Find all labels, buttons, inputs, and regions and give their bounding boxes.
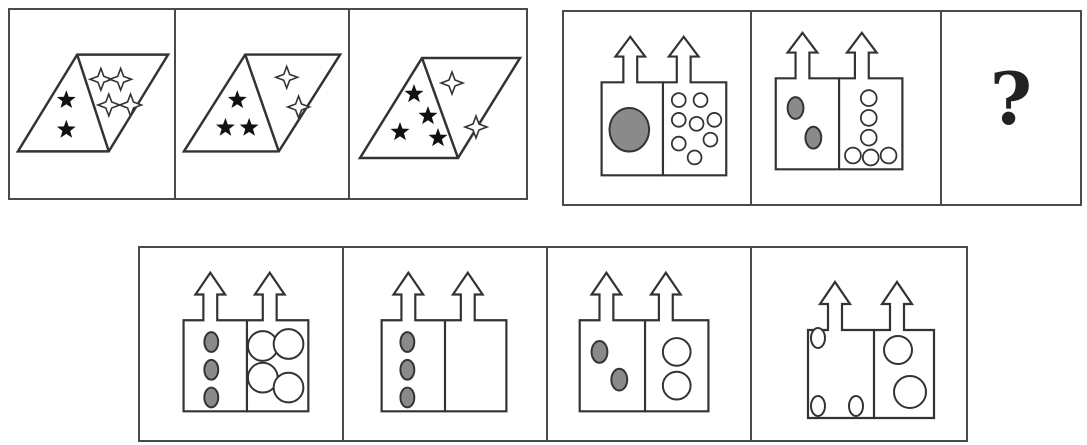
white-star-icon bbox=[110, 68, 132, 90]
arrow-box-figure-5 bbox=[752, 12, 940, 204]
hollow-circle-icon bbox=[863, 150, 879, 166]
black-star-icon bbox=[228, 90, 247, 108]
hollow-circle-icon bbox=[881, 148, 897, 164]
hollow-circle-icon bbox=[694, 93, 708, 107]
option-b[interactable] bbox=[344, 248, 548, 440]
hollow-circle-icon bbox=[690, 117, 704, 131]
white-star-icon bbox=[465, 116, 487, 138]
star-parallelogram-1 bbox=[10, 10, 174, 198]
hollow-circle-icon bbox=[663, 372, 691, 400]
sequence-cell-4 bbox=[564, 12, 752, 204]
question-mark: ? bbox=[942, 56, 1080, 141]
black-star-icon bbox=[429, 128, 448, 146]
sequence-cell-3 bbox=[350, 10, 526, 198]
hollow-circle-icon bbox=[672, 113, 686, 127]
hollow-circle-icon bbox=[894, 376, 926, 408]
hollow-circle-icon bbox=[274, 373, 304, 403]
black-star-icon bbox=[57, 120, 76, 138]
filled-oval-icon bbox=[788, 97, 804, 119]
sequence-cell-2 bbox=[176, 10, 350, 198]
sequence-cell-5 bbox=[752, 12, 942, 204]
filled-oval-icon bbox=[400, 332, 414, 352]
white-star-icon bbox=[288, 96, 310, 118]
black-star-icon bbox=[405, 84, 424, 102]
white-star-icon bbox=[120, 94, 142, 116]
option-a[interactable] bbox=[140, 248, 344, 440]
star-sequence-panel bbox=[8, 8, 528, 200]
hollow-circle-icon bbox=[884, 336, 912, 364]
filled-oval-icon bbox=[204, 388, 218, 408]
filled-oval-icon bbox=[400, 388, 414, 408]
white-star-icon bbox=[276, 66, 298, 88]
black-star-icon bbox=[216, 118, 235, 136]
filled-oval-icon bbox=[204, 360, 218, 380]
hollow-circle-icon bbox=[274, 329, 304, 359]
option-c[interactable] bbox=[548, 248, 752, 440]
hollow-oval-icon bbox=[849, 396, 863, 416]
black-star-icon bbox=[419, 106, 438, 124]
arrow-box-figure-4 bbox=[564, 12, 750, 204]
white-star-icon bbox=[98, 94, 120, 116]
hollow-circle-icon bbox=[861, 90, 877, 106]
filled-oval-icon bbox=[400, 360, 414, 380]
hollow-circle-icon bbox=[845, 148, 861, 164]
hollow-oval-icon bbox=[811, 396, 825, 416]
hollow-circle-icon bbox=[707, 113, 721, 127]
hollow-oval-icon bbox=[811, 328, 825, 348]
sequence-cell-6: ? bbox=[942, 12, 1080, 204]
arrow-box-sequence-panel: ? bbox=[562, 10, 1082, 206]
arrow-box-option-c bbox=[548, 248, 750, 440]
filled-oval-icon bbox=[592, 341, 608, 363]
star-parallelogram-2 bbox=[176, 10, 348, 198]
black-star-icon bbox=[391, 122, 410, 140]
hollow-circle-icon bbox=[672, 137, 686, 151]
answer-options-panel bbox=[138, 246, 968, 442]
sequence-cell-1 bbox=[10, 10, 176, 198]
hollow-circle-icon bbox=[861, 110, 877, 126]
hollow-circle-icon bbox=[704, 133, 718, 147]
hollow-circle-icon bbox=[663, 338, 691, 366]
arrow-box-option-d bbox=[752, 248, 966, 440]
black-star-icon bbox=[240, 118, 259, 136]
hollow-circle-icon bbox=[672, 93, 686, 107]
star-parallelogram-3 bbox=[350, 10, 526, 198]
arrow-box-option-a bbox=[140, 248, 342, 440]
filled-oval-icon bbox=[805, 127, 821, 149]
filled-oval-icon bbox=[611, 369, 627, 391]
option-d[interactable] bbox=[752, 248, 966, 440]
filled-oval-icon bbox=[204, 332, 218, 352]
white-star-icon bbox=[441, 72, 463, 94]
black-star-icon bbox=[57, 90, 76, 108]
hollow-circle-icon bbox=[861, 130, 877, 146]
filled-circle-icon bbox=[610, 108, 650, 152]
arrow-box-option-b bbox=[344, 248, 546, 440]
hollow-circle-icon bbox=[688, 151, 702, 165]
